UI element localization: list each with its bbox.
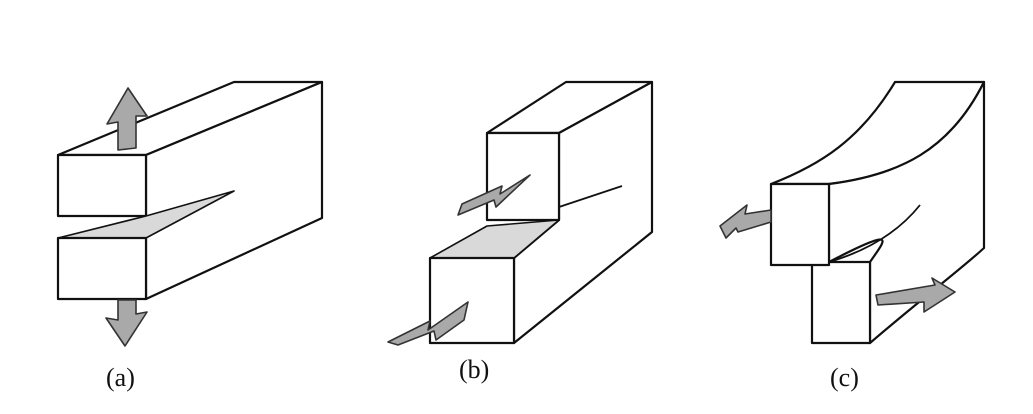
panel-b-crack-line xyxy=(558,185,623,208)
panel-b-upper-front xyxy=(485,131,561,222)
panel-a-upper-arm-front xyxy=(56,153,148,218)
panel-a-label: (a) xyxy=(106,363,135,392)
panel-a-lower-arm-front xyxy=(56,236,148,301)
panel-c-upper-front xyxy=(769,182,831,267)
panel-c-label: (c) xyxy=(830,363,859,392)
panel-a xyxy=(56,80,324,347)
panel-a-down-arrow xyxy=(105,299,148,347)
panel-c xyxy=(719,80,986,345)
panel-c-lower-front xyxy=(810,260,872,345)
panel-b-label: (b) xyxy=(459,355,489,384)
panel-a-up-arrow xyxy=(106,87,148,151)
panel-b-right-arrow xyxy=(387,301,469,346)
panel-c-right-arrow xyxy=(875,277,956,313)
panel-c-left-arrow xyxy=(719,204,772,239)
panel-c-crack-curve xyxy=(828,204,921,263)
panel-c-side-face xyxy=(827,80,986,345)
panel-b-left-arrow xyxy=(457,174,531,216)
panel-b xyxy=(387,80,654,346)
